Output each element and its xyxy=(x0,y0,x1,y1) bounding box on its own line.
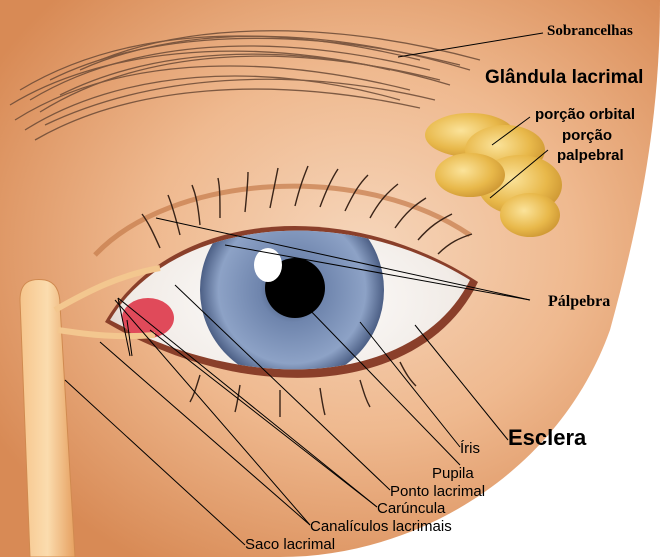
label-saco-lacrimal: Saco lacrimal xyxy=(245,537,335,552)
label-ponto-lacrimal: Ponto lacrimal xyxy=(390,484,485,499)
label-glandula-lacrimal: Glândula lacrimal xyxy=(485,68,643,87)
label-canaliculos-lacrimais: Canalículos lacrimais xyxy=(310,519,452,534)
label-sobrancelhas: Sobrancelhas xyxy=(547,24,633,39)
label-esclera: Esclera xyxy=(508,427,586,449)
label-caruncula: Carúncula xyxy=(377,501,445,516)
label-porcao: porção xyxy=(562,128,612,143)
label-iris: Íris xyxy=(460,441,480,456)
label-pupila: Pupila xyxy=(432,466,474,481)
label-porcao-orbital: porção orbital xyxy=(535,107,635,122)
label-palpebra: Pálpebra xyxy=(548,294,610,310)
caruncle xyxy=(122,298,174,338)
label-palpebral: palpebral xyxy=(557,148,624,163)
